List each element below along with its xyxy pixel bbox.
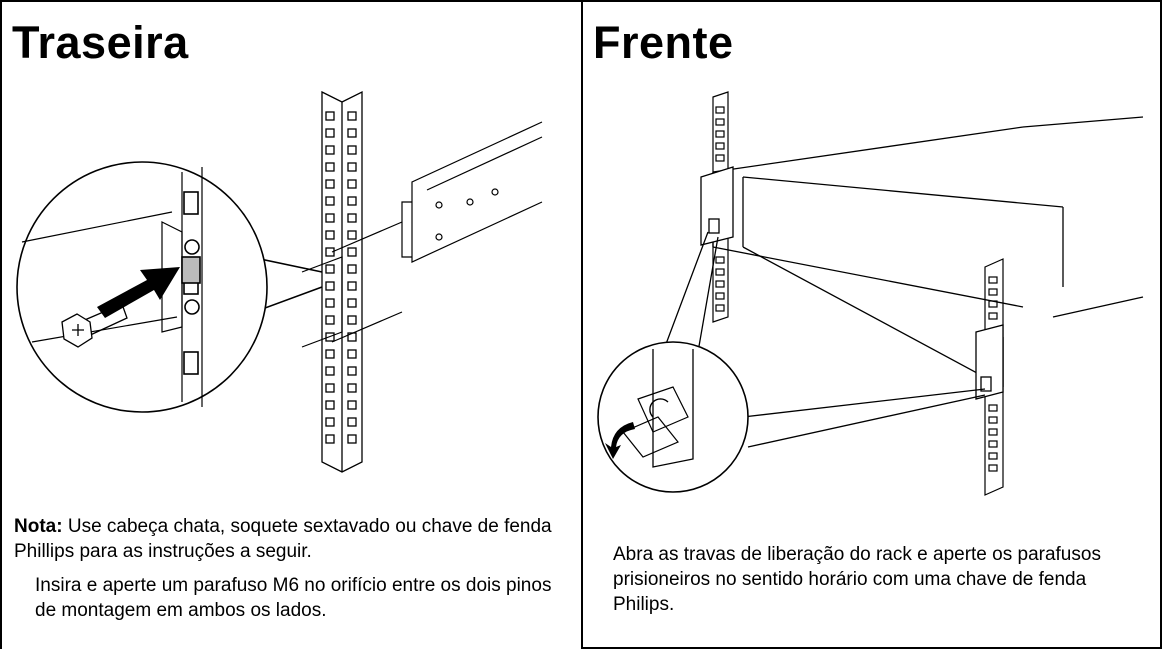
- front-panel: Frente: [581, 0, 1162, 649]
- rear-title: Traseira: [12, 17, 189, 68]
- front-rack-post-right: [984, 258, 1004, 496]
- front-step-text: Abra as travas de liberação do rack e ap…: [613, 544, 1101, 615]
- rear-step-text: Insira e aperte um parafuso M6 no orifíc…: [35, 575, 552, 621]
- note-block: Nota: Use cabeça chata, soquete sextavad…: [14, 514, 574, 564]
- rear-illustration: [16, 90, 543, 473]
- front-rack-post-left: [712, 91, 729, 323]
- rack-latches: [700, 166, 1004, 400]
- rear-rack-post: [321, 90, 363, 473]
- note-label: Nota:: [14, 516, 63, 537]
- front-illustration: [597, 91, 1144, 496]
- m6-screw: [61, 303, 128, 348]
- front-zoom-lines: [662, 231, 986, 448]
- server-chassis: [712, 116, 1144, 388]
- note-text: Use cabeça chata, soquete sextavado ou c…: [14, 516, 552, 562]
- front-title: Frente: [593, 17, 734, 68]
- rear-zoom-callout: [16, 161, 323, 413]
- rear-rail: [301, 121, 543, 348]
- front-zoom-callout: [597, 341, 749, 493]
- rear-panel: Traseira: [0, 0, 581, 649]
- open-latch-arrow: [605, 422, 635, 459]
